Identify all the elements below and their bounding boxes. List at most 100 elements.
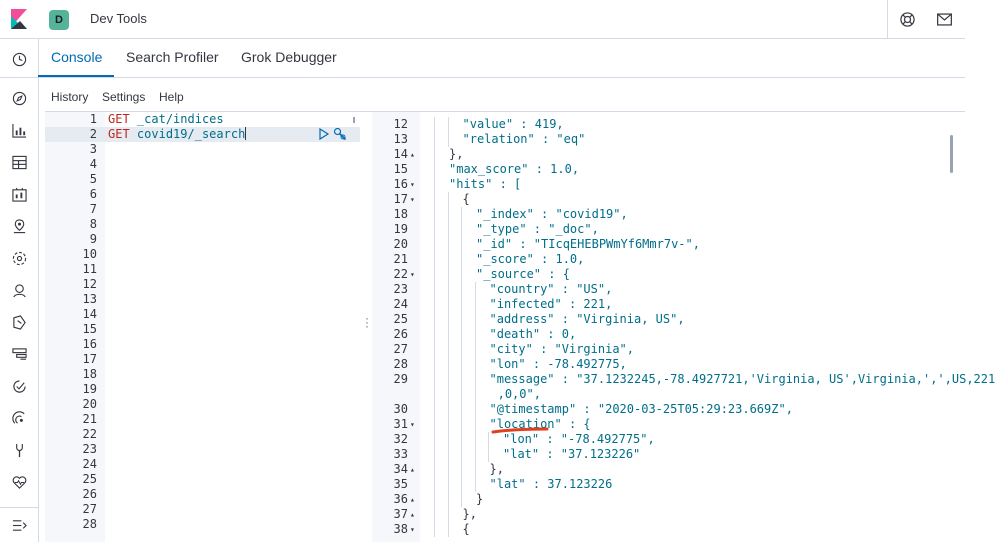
stack-monitoring-icon[interactable]: [12, 475, 27, 490]
siem-icon[interactable]: [12, 411, 27, 426]
request-line-number: 16: [82, 337, 97, 351]
tab-grok-debugger[interactable]: Grok Debugger: [241, 49, 337, 65]
response-line: "_index" : "covid19",: [476, 207, 628, 221]
fold-toggle-icon[interactable]: ▴: [410, 510, 415, 519]
indent-guide: [461, 432, 462, 447]
request-method: GET: [108, 127, 130, 141]
logs-icon[interactable]: [12, 315, 27, 330]
indent-guide: [434, 282, 435, 297]
fold-toggle-icon[interactable]: ▾: [410, 420, 415, 429]
devtools-tabs: Console Search Profiler Grok Debugger: [39, 39, 965, 78]
indent-guide: [461, 402, 462, 417]
indent-guide: [447, 192, 449, 207]
request-line-number: 13: [82, 292, 97, 306]
indent-guide: [461, 492, 462, 507]
request-line-number: 10: [82, 247, 97, 261]
maps-icon[interactable]: [12, 219, 27, 234]
request-path: covid19/_search: [136, 127, 246, 141]
indent-guide: [461, 342, 462, 357]
indent-guide: [461, 237, 462, 252]
visualize-chart-icon[interactable]: [12, 123, 27, 138]
fold-toggle-icon[interactable]: ▴: [410, 495, 415, 504]
request-line[interactable]: GET covid19/_search: [108, 127, 247, 141]
response-line-number: 23: [393, 282, 408, 296]
indent-guide: [474, 417, 476, 432]
fold-toggle-icon[interactable]: ▾: [410, 270, 415, 279]
tab-console[interactable]: Console: [51, 49, 103, 65]
fold-toggle-icon[interactable]: ▴: [410, 150, 415, 159]
request-line-number: 5: [89, 172, 97, 186]
mail-icon[interactable]: [937, 13, 952, 26]
request-editor[interactable]: [105, 112, 360, 542]
send-request-play-icon[interactable]: [319, 127, 330, 141]
response-editor[interactable]: [420, 112, 965, 542]
request-line-number: 2: [89, 127, 97, 141]
request-line-number: 28: [82, 517, 97, 531]
fold-toggle-icon[interactable]: ▾: [410, 180, 415, 189]
indent-guide: [447, 462, 449, 477]
dev-tools-icon[interactable]: [12, 443, 27, 458]
help-link[interactable]: Help: [159, 90, 184, 104]
dashboard-icon[interactable]: [12, 155, 27, 170]
response-line-number: 31: [393, 417, 408, 431]
indent-guide: [474, 387, 476, 402]
response-scrollbar[interactable]: [950, 135, 953, 173]
response-line: "lat" : 37.123226: [489, 477, 613, 491]
indent-guide: [434, 147, 435, 162]
indent-guide: [447, 432, 449, 447]
help-lifebuoy-icon[interactable]: [900, 12, 915, 27]
response-line-number: 15: [393, 162, 408, 176]
response-line-number: 30: [393, 402, 408, 416]
text-cursor: [245, 127, 247, 140]
indent-guide: [434, 162, 435, 177]
collapse-menu-icon[interactable]: [12, 518, 27, 533]
indent-guide: [447, 342, 449, 357]
request-line-number: 26: [82, 487, 97, 501]
indent-guide: [434, 297, 435, 312]
history-link[interactable]: History: [51, 90, 89, 104]
panel-resizer[interactable]: [360, 112, 372, 542]
response-line: "_id" : "TIcqEHEBPWmYf6Mmr7v-",: [476, 237, 700, 251]
request-line-number: 1: [89, 112, 97, 126]
fold-toggle-icon[interactable]: ▴: [410, 465, 415, 474]
request-settings-wrench-icon[interactable]: [333, 127, 347, 141]
discover-compass-icon[interactable]: [12, 91, 27, 106]
infrastructure-icon[interactable]: [12, 283, 27, 298]
settings-link[interactable]: Settings: [102, 90, 146, 104]
response-line-number: 13: [393, 132, 408, 146]
indent-guide: [434, 132, 435, 147]
indent-guide: [461, 252, 462, 267]
indent-guide: [447, 492, 449, 507]
resize-handle-icon[interactable]: ···: [365, 311, 369, 333]
indent-guide: [461, 372, 462, 387]
workspace-avatar[interactable]: D: [49, 10, 69, 30]
indent-guide: [434, 402, 435, 417]
kibana-logo-icon[interactable]: [9, 9, 29, 29]
indent-guide: [447, 477, 449, 492]
response-line: "value" : 419,: [462, 117, 564, 131]
indent-guide: [447, 267, 449, 282]
indent-guide: [447, 522, 449, 537]
indent-guide: [461, 297, 462, 312]
indent-guide: [434, 387, 435, 402]
response-line: "_score" : 1.0,: [476, 252, 585, 266]
machine-learning-icon[interactable]: [12, 251, 27, 266]
indent-guide: [447, 207, 449, 222]
request-line[interactable]: GET _cat/indices: [108, 112, 224, 126]
canvas-icon[interactable]: [12, 187, 27, 202]
response-line: "address" : "Virginia, US",: [489, 312, 685, 326]
fold-toggle-icon[interactable]: ▾: [410, 525, 415, 534]
indent-guide: [461, 207, 462, 222]
uptime-icon[interactable]: [12, 379, 27, 394]
submenu-divider: [45, 111, 965, 112]
apm-icon[interactable]: [12, 347, 27, 362]
response-line: "infected" : 221,: [489, 297, 613, 311]
recent-clock-icon[interactable]: [12, 52, 27, 67]
response-line-number: 25: [393, 312, 408, 326]
tab-search-profiler[interactable]: Search Profiler: [126, 49, 219, 65]
response-line-number: 19: [393, 222, 408, 236]
fold-toggle-icon[interactable]: ▾: [410, 195, 415, 204]
nav-collapse-separator: [0, 507, 39, 508]
console-menu: History Settings Help: [39, 78, 965, 112]
response-line-number: 18: [393, 207, 408, 221]
